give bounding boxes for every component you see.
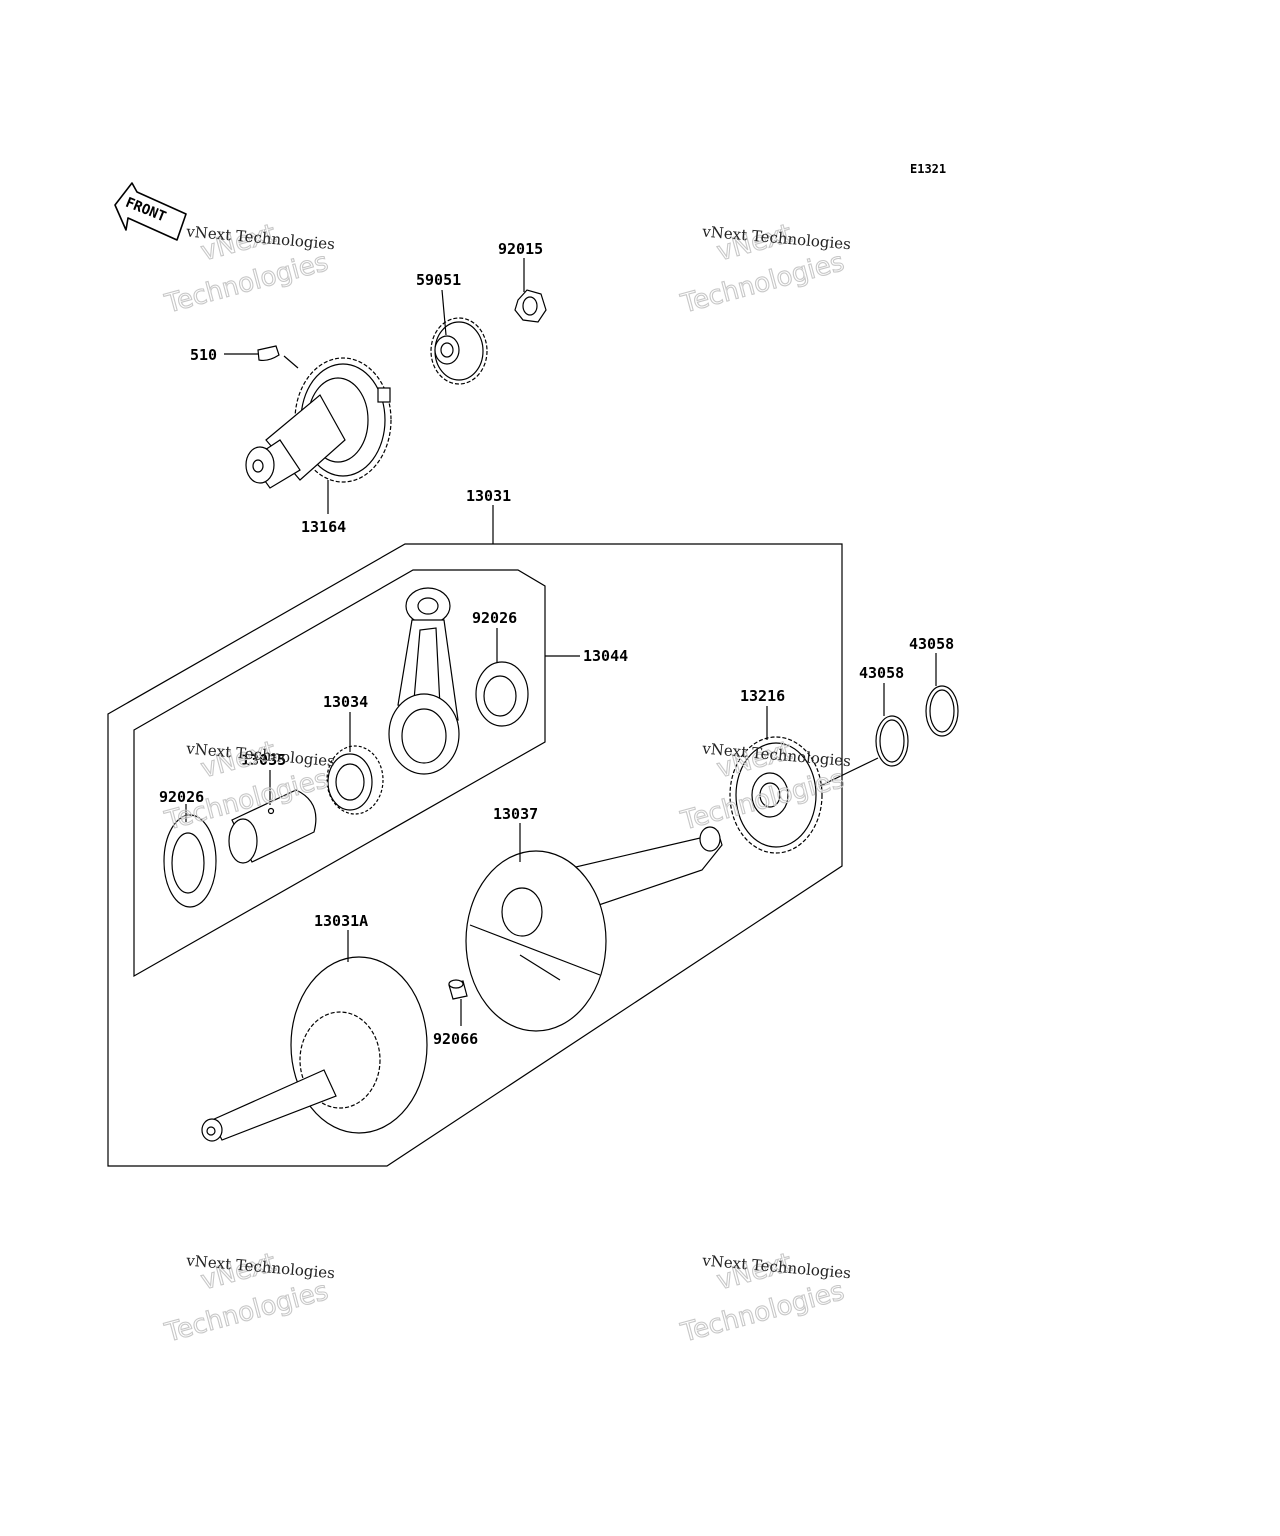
watermark-bottom-right: vNext Technologies vNext Technologies <box>677 1247 852 1349</box>
crankshaft-left-part <box>201 956 428 1142</box>
watermark-big-b: Technologies <box>677 247 847 319</box>
part-label-13034: 13034 <box>323 693 368 711</box>
part-label-43058-b: 43058 <box>909 635 954 653</box>
part-label-92026-lower: 92026 <box>159 788 204 806</box>
crankshaft-assembly-outline <box>107 543 843 1167</box>
part-label-92015: 92015 <box>498 240 543 258</box>
part-label-59051: 59051 <box>416 271 461 289</box>
watermark-top-right: vNext Technologies vNext Technologies <box>677 218 852 320</box>
nut-92015-part <box>514 289 547 323</box>
front-arrow-icon: FRONT <box>114 182 187 241</box>
crankshaft-right-part <box>465 826 723 1032</box>
part-label-510: 510 <box>190 346 217 364</box>
connecting-rod-part <box>388 587 460 775</box>
gear-13216-part <box>729 736 823 854</box>
part-label-13044: 13044 <box>583 647 628 665</box>
part-label-13216: 13216 <box>740 687 785 705</box>
watermark-big-b: Technologies <box>161 247 331 319</box>
watermark-top-left: vNext Technologies vNext Technologies <box>161 218 336 320</box>
needle-bearing-part <box>326 745 384 815</box>
part-label-13031: 13031 <box>466 487 511 505</box>
part-label-43058-a: 43058 <box>859 664 904 682</box>
diagram-code: E1321 <box>910 162 946 176</box>
woodruff-key-part <box>257 345 280 362</box>
watermark-big-b: Technologies <box>677 1276 847 1348</box>
part-label-13031A: 13031A <box>314 912 368 930</box>
thrust-washer-lower-part <box>163 814 217 908</box>
part-label-13164: 13164 <box>301 518 346 536</box>
watermark-bottom-left: vNext Technologies vNext Technologies <box>161 1247 336 1349</box>
connecting-rod-assembly-outline <box>133 569 546 978</box>
ring-43058-a-part <box>875 715 909 767</box>
leader-lines <box>185 258 937 1026</box>
balancer-shaft-part <box>245 357 392 489</box>
crank-pin-part <box>228 789 317 864</box>
gear-59051-part <box>430 317 488 385</box>
part-label-13035: 13035 <box>241 751 286 769</box>
dowel-pin-part <box>448 979 468 1000</box>
part-label-13037: 13037 <box>493 805 538 823</box>
ring-43058-b-part <box>925 685 959 737</box>
watermark-big-b: Technologies <box>161 1276 331 1348</box>
thrust-washer-upper-part <box>475 661 529 727</box>
part-label-92066: 92066 <box>433 1030 478 1048</box>
part-label-92026-upper: 92026 <box>472 609 517 627</box>
